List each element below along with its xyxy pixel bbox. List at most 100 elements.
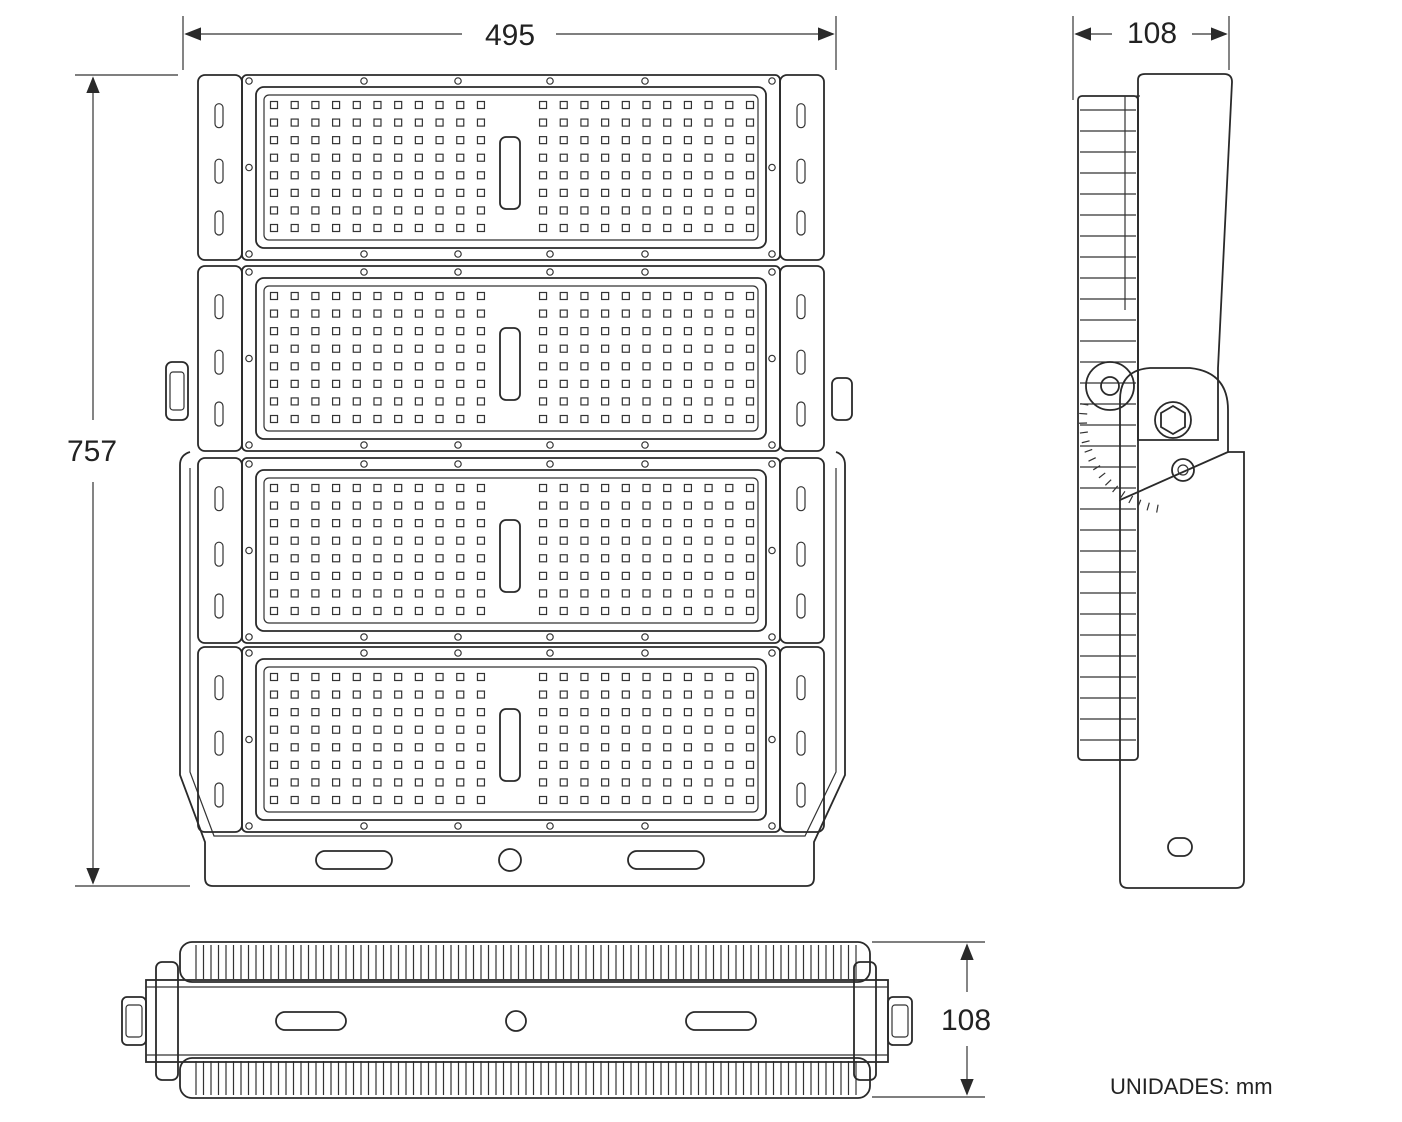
led-chip xyxy=(580,795,589,805)
led-chip xyxy=(414,344,423,353)
led-chip xyxy=(580,606,589,616)
led-chip xyxy=(704,136,713,145)
led-chip xyxy=(745,327,755,336)
led-chip xyxy=(601,100,610,110)
led-chip xyxy=(269,362,279,371)
led-chip xyxy=(414,362,423,371)
led-chip xyxy=(311,362,320,371)
led-chip xyxy=(725,379,734,388)
led-chip xyxy=(601,672,610,682)
led-chip xyxy=(725,414,734,424)
led-chip xyxy=(663,690,672,699)
led-chip xyxy=(269,795,279,805)
led-chip xyxy=(538,708,548,717)
led-chip xyxy=(601,589,610,598)
led-chip xyxy=(559,362,568,371)
led-chip xyxy=(476,606,486,616)
led-chip xyxy=(683,795,693,805)
led-chip xyxy=(621,223,630,233)
led-chip xyxy=(683,309,693,318)
led-chip xyxy=(663,100,672,110)
screw xyxy=(454,250,462,258)
led-chip xyxy=(394,725,403,734)
led-chip xyxy=(290,291,299,301)
led-chip xyxy=(414,778,423,787)
led-chip xyxy=(352,501,361,510)
led-chip xyxy=(476,708,486,717)
led-chip xyxy=(580,483,589,493)
led-chip xyxy=(538,379,548,388)
led-chip xyxy=(269,397,279,406)
led-chip xyxy=(725,519,734,528)
led-chip xyxy=(352,554,361,563)
led-chip xyxy=(331,554,341,563)
led-chip xyxy=(269,501,279,510)
led-chip xyxy=(704,760,713,769)
led-chip xyxy=(456,118,465,127)
led-chip xyxy=(394,589,403,598)
center-window xyxy=(499,136,521,210)
led-chip xyxy=(394,327,403,336)
led-chip xyxy=(642,501,651,510)
ear-slot xyxy=(214,158,224,184)
led-chip xyxy=(331,672,341,682)
led-chip xyxy=(601,760,610,769)
led-chip xyxy=(394,136,403,145)
led-chip xyxy=(538,206,548,215)
led-chip xyxy=(269,606,279,616)
led-chip xyxy=(580,554,589,563)
led-chip xyxy=(580,206,589,215)
screw xyxy=(768,268,776,276)
led-chip xyxy=(414,606,423,616)
led-chip xyxy=(580,672,589,682)
led-chip xyxy=(745,171,755,180)
led-chip xyxy=(683,327,693,336)
led-chip xyxy=(290,554,299,563)
screw xyxy=(454,633,462,641)
led-chip xyxy=(456,100,465,110)
led-chip xyxy=(725,672,734,682)
led-chip xyxy=(352,188,361,197)
led-chip xyxy=(435,188,444,197)
bracket-slot-right xyxy=(627,850,705,870)
led-chip xyxy=(621,136,630,145)
led-chip xyxy=(601,743,610,752)
led-chip xyxy=(704,778,713,787)
led-chip xyxy=(580,725,589,734)
led-chip xyxy=(414,725,423,734)
led-chip xyxy=(725,327,734,336)
led-chip xyxy=(414,188,423,197)
screw xyxy=(245,633,253,641)
dimension-width-front: 495 xyxy=(182,16,837,70)
led-chip xyxy=(435,100,444,110)
led-chip xyxy=(601,223,610,233)
led-chip xyxy=(373,171,382,180)
led-chip xyxy=(456,362,465,371)
led-chip xyxy=(476,223,486,233)
led-chip xyxy=(394,188,403,197)
led-chip xyxy=(538,362,548,371)
led-chip xyxy=(745,188,755,197)
led-chip xyxy=(394,362,403,371)
led-chip xyxy=(456,171,465,180)
led-chip xyxy=(373,501,382,510)
led-chip xyxy=(559,153,568,162)
led-chip xyxy=(435,327,444,336)
led-chip xyxy=(683,501,693,510)
led-chip xyxy=(621,501,630,510)
led-chip xyxy=(414,291,423,301)
led-chip xyxy=(704,118,713,127)
angle-tick xyxy=(1079,431,1088,434)
led-chip xyxy=(704,153,713,162)
led-chip xyxy=(435,501,444,510)
led-chip xyxy=(704,554,713,563)
led-chip xyxy=(373,153,382,162)
side-slot-inner xyxy=(1173,125,1205,151)
led-chip xyxy=(621,379,630,388)
led-chip xyxy=(476,344,486,353)
led-chip xyxy=(745,589,755,598)
angle-tick xyxy=(1098,472,1106,479)
led-chip xyxy=(745,690,755,699)
led-chip xyxy=(683,571,693,580)
